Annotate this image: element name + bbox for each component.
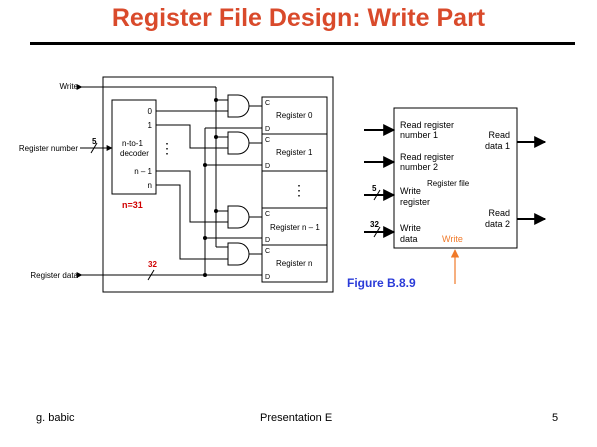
write-data-line1: Write [400,223,421,233]
and-gate-n1 [227,205,250,229]
register-n-label: Register n [276,259,312,268]
register-n-box [261,244,328,283]
write-register-line2: register [400,197,430,207]
and-gate-0 [227,94,250,118]
decoder-label-1: n-to-1 [122,139,143,148]
read-data1-line2: data 1 [485,141,510,151]
register-1-label: Register 1 [276,148,313,157]
write-control-label: Write [442,234,463,244]
register-n1-label: Register n – 1 [270,223,320,232]
junction-dots [203,98,218,277]
footer-presentation: Presentation E [260,412,333,424]
read-data2-line2: data 2 [485,219,510,229]
read-reg2-line2: number 2 [400,162,438,172]
decoder-output-n: n [148,181,152,190]
read-data2-line1: Read [488,208,510,218]
and-gate-n [227,242,250,266]
write-register-line1: Write [400,186,421,196]
bus-width-5-left: 5 [92,137,97,146]
bus-width-32-right: 32 [370,220,379,229]
regn1-c: C [265,211,270,218]
regn1-d: D [265,237,270,244]
decoder-output-0: 0 [148,107,153,116]
regn-d: D [265,274,270,281]
register-0-label: Register 0 [276,111,313,120]
bus-width-5-right: 5 [372,184,377,193]
figure-label: Figure B.8.9 [347,276,416,290]
read-data1-line1: Read [488,130,510,140]
decoder-output-n1: n – 1 [134,167,152,176]
slide-title: Register File Design: Write Part [111,4,486,32]
and-gate-1 [227,131,250,155]
read-reg2-line1: Read register [400,152,454,162]
n-equals-label: n=31 [122,200,143,210]
footer-page-number: 5 [552,412,559,424]
decoder-label-2: decoder [120,149,149,158]
reg1-c: C [265,137,270,144]
reg0-c: C [265,100,270,107]
register-number-label: Register number [19,144,78,153]
register-dots: ⋮ [292,182,306,198]
decoder-dots: ⋮ [160,140,174,156]
read-reg1-line1: Read register [400,120,454,130]
write-label: Write [59,82,78,91]
register-file-block [364,107,547,284]
write-data-line2: data [400,234,418,244]
circuit-frame [102,76,334,293]
decoder-output-1: 1 [148,121,153,130]
footer-author: g. babic [36,412,75,424]
bus-width-32-left: 32 [148,260,157,269]
title-underline [30,42,575,45]
read-reg1-line2: number 1 [400,130,438,140]
register-file-label: Register file [427,179,470,188]
reg0-d: D [265,126,270,133]
reg1-d: D [265,163,270,170]
regn-c: C [265,248,270,255]
register-data-label: Register data [30,271,78,280]
